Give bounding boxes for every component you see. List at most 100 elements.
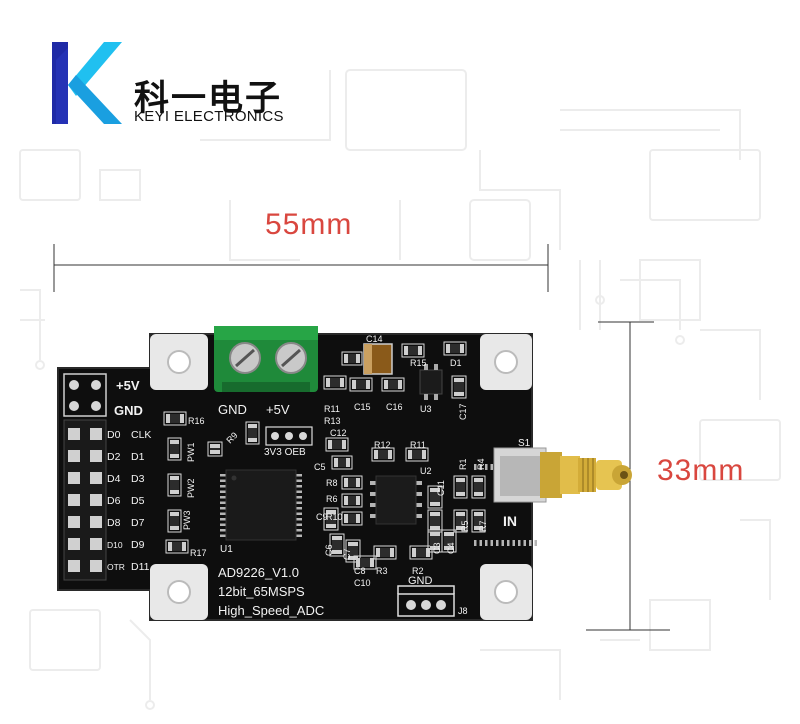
ref-label: C14: [366, 334, 383, 344]
silk-bottom-gnd: GND: [408, 575, 433, 587]
pin-rows: [68, 428, 102, 572]
ref-label: R6: [326, 494, 338, 504]
chip-pin: [296, 490, 302, 493]
silk-j8: J8: [458, 606, 468, 616]
bottom-header: [397, 585, 455, 617]
ref-label: U3: [420, 404, 432, 414]
ref-label: R13: [324, 416, 341, 426]
smd-part: [167, 437, 182, 461]
smd-part: [341, 511, 363, 526]
header-pin: [68, 516, 80, 528]
chip-pin: [220, 507, 226, 510]
smd-part: [405, 447, 429, 462]
mounting-hole: [150, 334, 208, 390]
pin-label: CLK: [131, 429, 151, 441]
chip-pin: [296, 507, 302, 510]
chip-pin: [296, 496, 302, 499]
smd-part: [441, 529, 457, 553]
smd-part: [401, 343, 425, 358]
ref-label: C17: [458, 403, 468, 420]
header-pin: [68, 494, 80, 506]
silk-u1: U1: [220, 544, 233, 555]
tantalum-capacitor: [363, 343, 393, 375]
chip-pin: [220, 529, 226, 532]
smd-part: [323, 375, 347, 390]
ref-label: C16: [386, 402, 403, 412]
ref-label: C6: [324, 544, 334, 556]
ref-label: R11: [324, 404, 340, 414]
chip-pin: [370, 492, 376, 496]
smd-part: [427, 509, 443, 533]
ref-label: R15: [410, 358, 427, 368]
silk-title-2: 12bit_65MSPS: [218, 584, 305, 599]
ref-label: C10: [354, 578, 371, 588]
chip-pin: [416, 503, 422, 507]
silk-terminal-5v: +5V: [266, 402, 290, 417]
pin-label: D7: [131, 517, 145, 529]
ref-label: R11: [410, 440, 426, 450]
ref-label: R1: [458, 458, 468, 470]
chip-pins: [370, 481, 422, 518]
chip-pin: [220, 485, 226, 488]
chip-pin: [474, 540, 477, 546]
smd-part: [345, 539, 361, 563]
ref-label: R16: [188, 416, 205, 426]
silk-title-1: AD9226_V1.0: [218, 565, 299, 580]
silk-in: IN: [503, 513, 517, 529]
chip-pin: [370, 503, 376, 507]
chip-pin: [220, 534, 226, 537]
smd-part: [381, 377, 405, 392]
mounting-holes: [150, 334, 532, 620]
screw-terminal: [214, 326, 318, 392]
ref-label: R5: [460, 520, 470, 532]
silk-title-3: High_Speed_ADC: [218, 603, 324, 618]
ref-label: R4: [476, 458, 486, 470]
opamp-chip: [370, 475, 422, 525]
header-pin: [68, 538, 80, 550]
chip-pin: [529, 540, 532, 546]
chip-pin: [370, 514, 376, 518]
chip-pin: [485, 464, 488, 470]
chip-pin: [296, 523, 302, 526]
smd-part: [245, 421, 260, 445]
chip-pin: [296, 485, 302, 488]
smd-part: [453, 475, 468, 499]
smd-part: [341, 493, 363, 508]
chip-pin: [220, 490, 226, 493]
chip-pin: [296, 529, 302, 532]
pin-label: D0: [107, 429, 121, 441]
mounting-hole: [150, 564, 208, 620]
smd-part: [427, 485, 443, 509]
sma-connector: [493, 447, 632, 503]
ref-label: R8: [326, 478, 338, 488]
chip-pin: [296, 501, 302, 504]
header-pin: [90, 428, 102, 440]
ref-label: U2: [420, 466, 432, 476]
chip-pin: [296, 512, 302, 515]
chip-pin: [501, 540, 504, 546]
smd-part: [341, 475, 363, 490]
ref-label: C15: [354, 402, 371, 412]
smd-part: [371, 447, 395, 462]
pin-label: D2: [107, 451, 121, 463]
smd-part: [323, 507, 339, 531]
ref-label: PW2: [186, 478, 196, 498]
silk-gnd: GND: [114, 403, 143, 418]
chip-pin: [534, 540, 537, 546]
ref-label: C12: [330, 428, 347, 438]
chip-pin: [490, 464, 493, 470]
ref-label: R12: [374, 440, 391, 450]
header-pin: [68, 428, 80, 440]
chip-pin: [485, 540, 488, 546]
header-pin: [90, 538, 102, 550]
smd-part: [471, 475, 486, 499]
header-pin: [90, 516, 102, 528]
chip-pin: [416, 514, 422, 518]
chip-pin: [370, 481, 376, 485]
chip-pin: [523, 540, 526, 546]
smd-part: [167, 473, 182, 497]
chip-pin: [512, 540, 515, 546]
